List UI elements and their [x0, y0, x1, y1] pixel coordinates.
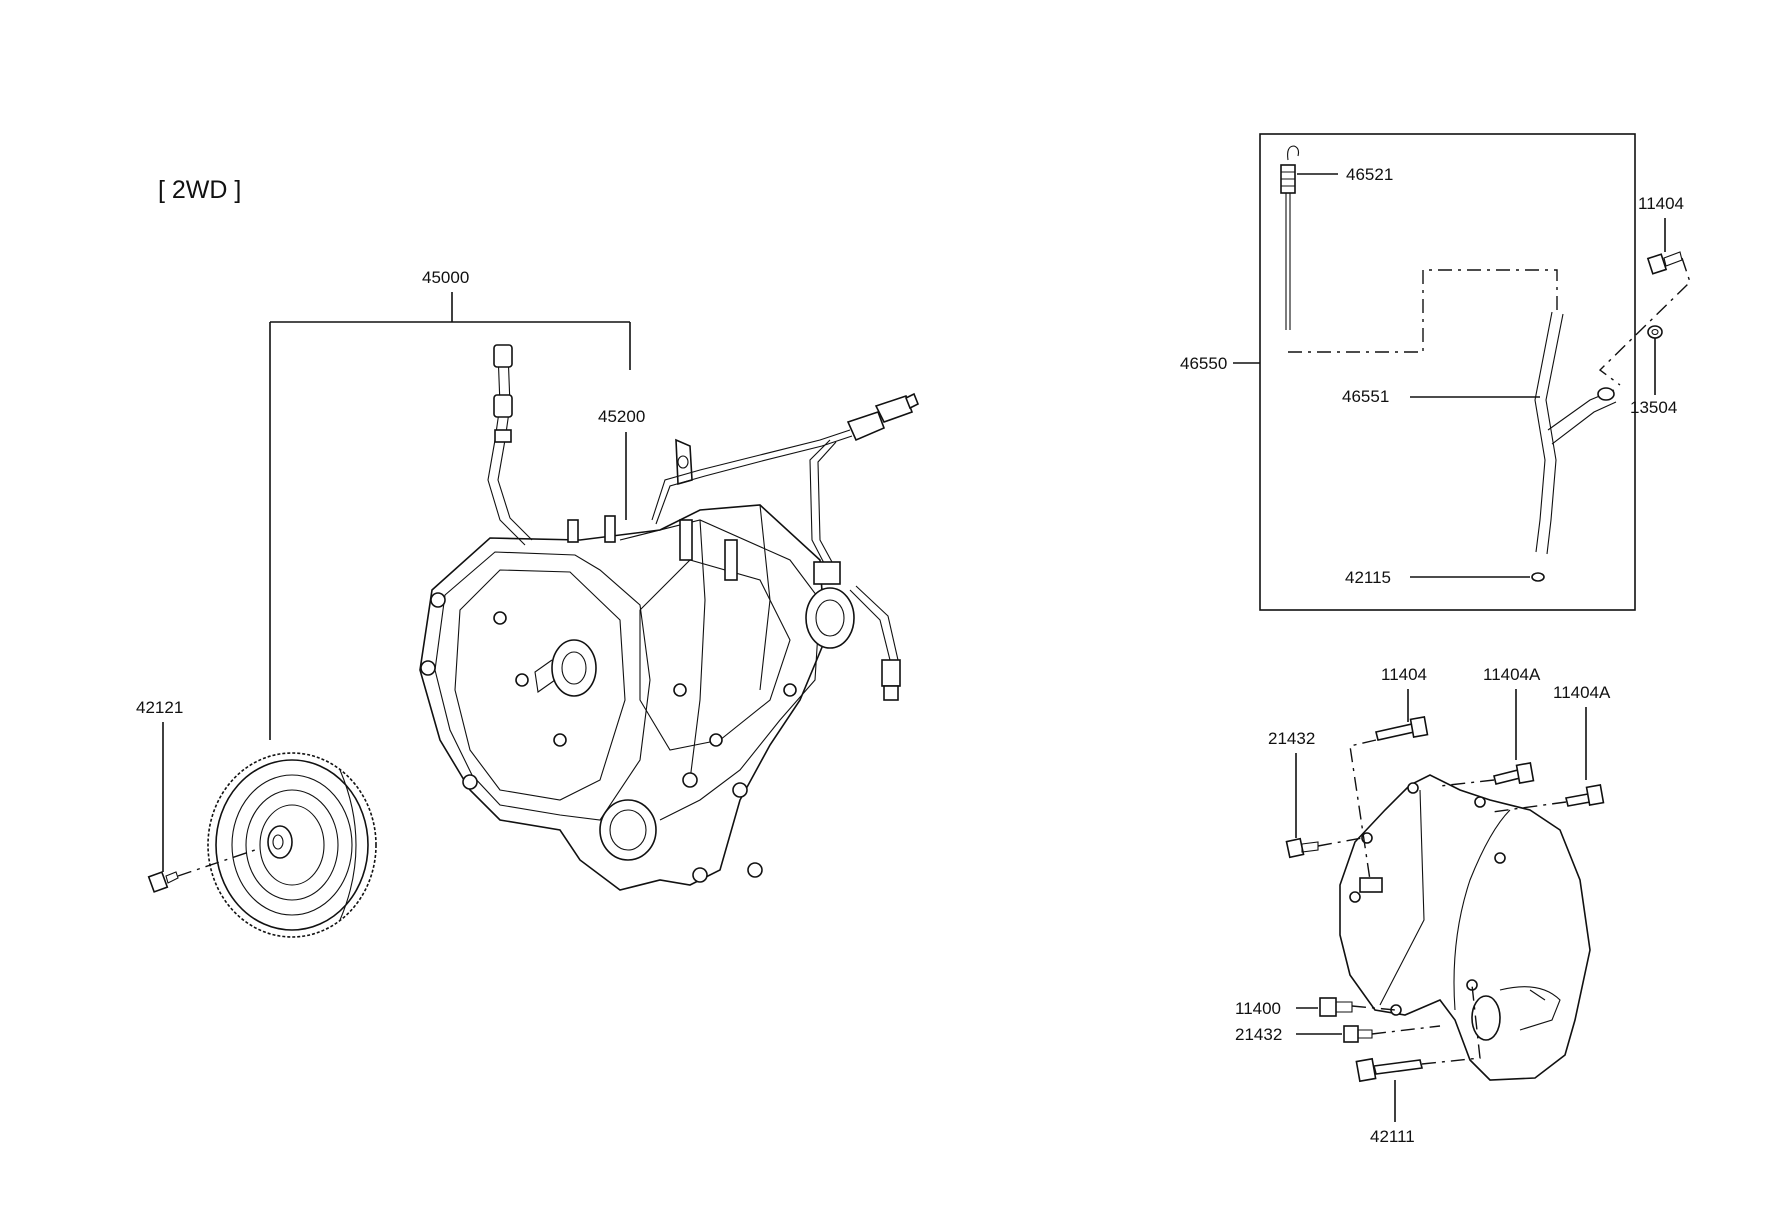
bolt-11404A-1-icon — [1493, 761, 1535, 785]
bolt-11404-icon — [1646, 251, 1683, 275]
bolt-42121-icon — [147, 871, 179, 893]
label-21432-lower: 21432 — [1235, 1025, 1282, 1044]
callout-45000: 45000 — [269, 268, 631, 740]
washer-13504-icon — [1647, 325, 1663, 339]
label-42121: 42121 — [136, 698, 183, 717]
cover-plate-group: 11404 11404A 11404A 21432 — [1235, 665, 1611, 1146]
label-46551: 46551 — [1342, 387, 1389, 406]
bolt-42111-icon — [1355, 1057, 1423, 1083]
bolt-11400-icon — [1319, 997, 1353, 1017]
leader-11400-dash — [1351, 1005, 1397, 1011]
label-45200: 45200 — [598, 407, 645, 426]
label-46521: 46521 — [1346, 165, 1393, 184]
leader-45000 — [269, 292, 631, 740]
dipstick-group: 46550 46521 46551 42115 — [1180, 133, 1636, 611]
label-11404A-2: 11404A — [1553, 683, 1611, 702]
leader-21432-lower-dash — [1371, 1025, 1441, 1035]
label-13504: 13504 — [1630, 398, 1677, 417]
bolt-21432-upper-icon — [1285, 837, 1319, 859]
bolt-11404-cover-icon — [1375, 715, 1429, 741]
label-11400: 11400 — [1235, 999, 1281, 1018]
label-11404-cover: 11404 — [1381, 665, 1427, 684]
label-11404-top: 11404 — [1638, 194, 1684, 213]
label-42115: 42115 — [1345, 568, 1391, 587]
rod-to-tube-dash — [1288, 269, 1558, 353]
callout-45200: 45200 — [598, 407, 645, 520]
tube-bracket-fasteners: 11404 13504 — [1598, 194, 1691, 417]
leader-21432-upper-dash — [1317, 837, 1363, 847]
bolt-11404A-2-icon — [1565, 783, 1605, 807]
leader-42121-dash — [177, 849, 256, 877]
dipstick-group-box — [1259, 133, 1636, 611]
leader-11404A-2-dash — [1491, 801, 1567, 813]
torque-converter — [207, 752, 377, 938]
leader-11404-cover-dash — [1349, 739, 1377, 881]
bolt-to-tube-dash — [1598, 257, 1691, 386]
label-21432-upper: 21432 — [1268, 729, 1315, 748]
diagram-title: [ 2WD ] — [158, 176, 241, 204]
leader-42111-dash — [1421, 984, 1481, 1065]
dipstick-rod — [1280, 145, 1300, 330]
label-11404A-1: 11404A — [1483, 665, 1541, 684]
callout-42121: 42121 — [136, 698, 256, 893]
label-45000: 45000 — [422, 268, 469, 287]
leader-11404A-1-dash — [1439, 779, 1495, 787]
dipstick-tube — [1534, 311, 1617, 555]
label-42111: 42111 — [1370, 1127, 1415, 1146]
oring-42115-icon — [1531, 572, 1545, 582]
label-46550: 46550 — [1180, 354, 1227, 373]
transaxle-assembly — [419, 344, 920, 891]
bolt-21432-lower-icon — [1343, 1025, 1373, 1043]
